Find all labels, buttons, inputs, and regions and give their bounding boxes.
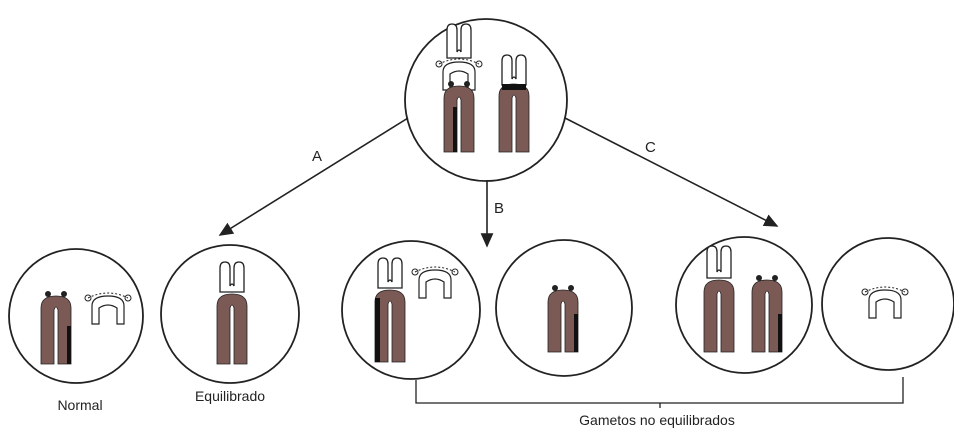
arrow-a — [220, 118, 408, 235]
c1-cen-dot-l — [756, 275, 762, 281]
arrow-c-label: C — [645, 139, 656, 156]
b2-cen-dot-l — [552, 285, 558, 291]
arrow-c — [565, 118, 777, 226]
arrow-b-label: B — [494, 200, 504, 217]
c1-long-2-band — [778, 314, 782, 352]
arrow-a-label: A — [312, 148, 322, 165]
gamete-cell-c2 — [822, 238, 954, 370]
gamete-cell-b1 — [342, 241, 480, 379]
parent-cen-1-dot-r — [464, 81, 470, 87]
parent-long-2-band — [502, 84, 526, 90]
balanced-label: Equilibrado — [195, 388, 265, 404]
unbalanced-bracket — [416, 377, 903, 403]
normal-long-band — [67, 326, 71, 364]
b2-cen-dot-r — [568, 285, 574, 291]
unbalanced-label: Gametos no equilibrados — [579, 412, 735, 428]
normal-cen-dot-l — [45, 291, 51, 297]
b1-long-band — [375, 298, 380, 362]
parent-small-free-cen-l — [436, 61, 442, 67]
c1-cen-dot-r — [772, 275, 778, 281]
normal-label: Normal — [57, 397, 102, 413]
parent-cell — [405, 19, 567, 181]
b2-long-band — [574, 314, 578, 352]
gamete-cell-c1 — [676, 237, 812, 373]
parent-cen-1-dot-l — [448, 81, 454, 87]
normal-cen-dot-r — [61, 291, 67, 297]
parent-long-1-band — [453, 107, 457, 152]
gamete-cell-b2 — [496, 240, 632, 376]
